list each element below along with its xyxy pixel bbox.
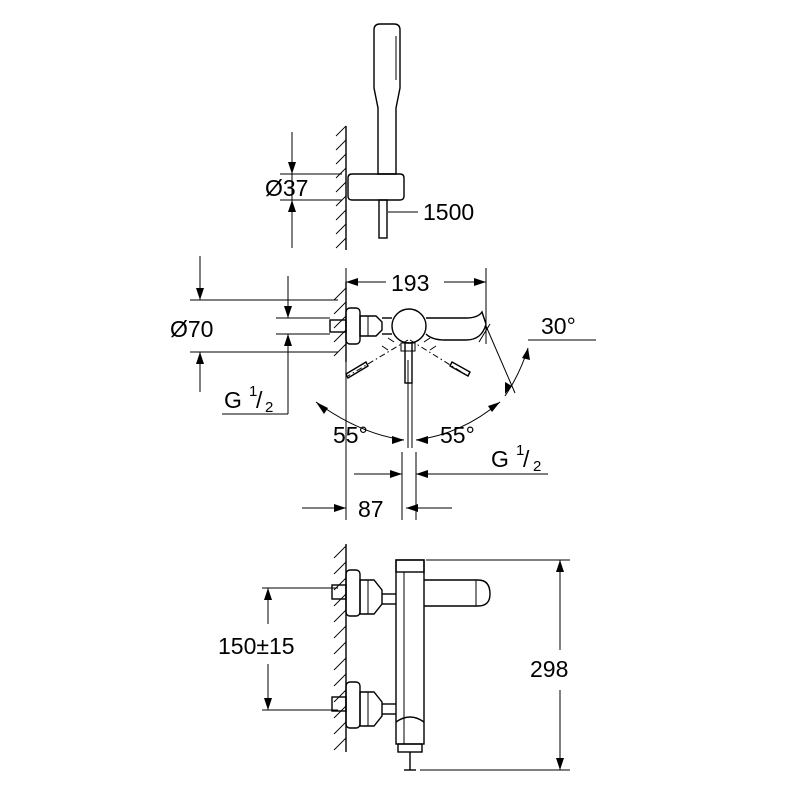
dim-height: 298 bbox=[530, 656, 568, 682]
lower-escutcheon bbox=[345, 681, 361, 729]
dim-diameter-escutcheon: Ø70 bbox=[170, 316, 213, 342]
hand-shower-view: Ø37 1500 bbox=[265, 23, 474, 250]
thread-right-slash: / bbox=[523, 446, 530, 472]
thread-left-slash: / bbox=[256, 387, 263, 413]
shower-head bbox=[373, 23, 401, 175]
thread-right-num: 1 bbox=[516, 442, 524, 459]
dim-centres-lines bbox=[262, 587, 338, 711]
front-spout bbox=[424, 579, 491, 607]
dim-projection: 193 bbox=[391, 270, 429, 296]
dim-outlet-thread-lines bbox=[354, 452, 548, 520]
mixer-cap bbox=[395, 559, 425, 573]
thread-right-den: 2 bbox=[533, 458, 541, 475]
dim-diameter-hose: Ø37 bbox=[265, 175, 308, 201]
dim-height-lines bbox=[420, 559, 570, 771]
spout bbox=[425, 310, 487, 341]
dim-handle-angle-lines bbox=[315, 360, 501, 448]
dim-centres: 150±15 bbox=[218, 633, 295, 659]
dim-diameter-escutcheon-lines bbox=[190, 256, 338, 415]
dim-hose-length: 1500 bbox=[423, 199, 474, 225]
dim-spout-angle-lines bbox=[485, 325, 596, 397]
mixer-body-top bbox=[391, 308, 427, 344]
mixer-plan-view: 193 30° Ø70 G 1 bbox=[170, 256, 596, 522]
mixer-front-view: 150±15 298 bbox=[218, 544, 570, 771]
dim-projection-lines bbox=[345, 268, 487, 344]
wall-hatch-bottom bbox=[333, 545, 347, 751]
dim-outlet-offset: 87 bbox=[358, 496, 384, 522]
shower-hose bbox=[378, 199, 388, 239]
thread-left-den: 2 bbox=[265, 399, 273, 416]
dim-outlet-offset-lines bbox=[302, 362, 452, 520]
dim-handle-angle-right: 55° bbox=[440, 422, 475, 448]
dim-spout-angle: 30° bbox=[541, 313, 576, 339]
wall-hatch-middle bbox=[333, 287, 347, 357]
thread-left-num: 1 bbox=[249, 383, 257, 400]
thread-left-main: G bbox=[224, 387, 242, 413]
thread-right-main: G bbox=[491, 446, 509, 472]
shower-holder bbox=[347, 173, 405, 201]
upper-escutcheon bbox=[345, 569, 361, 617]
wall-hatch-top bbox=[335, 125, 347, 249]
dim-diameter-hose-lines bbox=[280, 132, 342, 248]
dim-handle-angle-left: 55° bbox=[333, 422, 368, 448]
escutcheon bbox=[345, 307, 361, 345]
